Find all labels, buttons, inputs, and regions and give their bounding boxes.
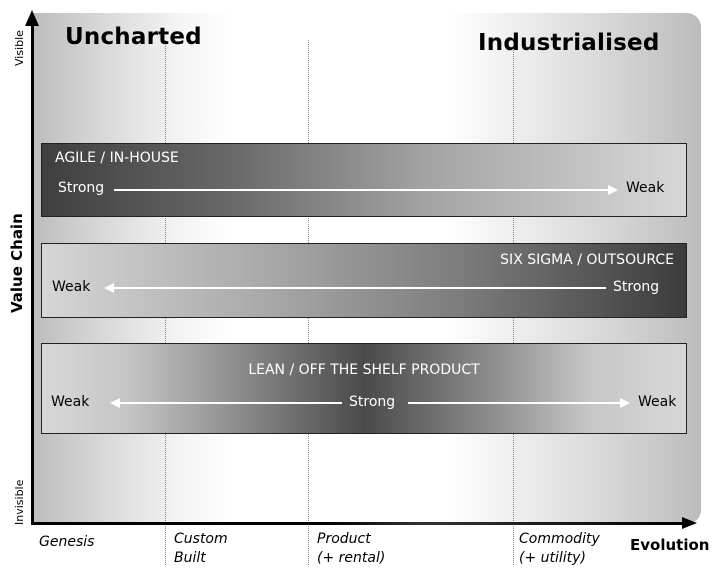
arrow-left-icon [110,398,120,408]
arrow-line [114,287,606,289]
band-agile-in-house: AGILE / IN-HOUSE Strong Weak [41,143,687,217]
arrow-line-right [408,402,620,404]
stage-product: Product (+ rental) [317,531,386,566]
band-center-label: Strong [349,394,396,410]
band-left-label: Strong [58,180,105,196]
evolution-label: Evolution [630,536,710,554]
band-right-label: Strong [613,279,660,295]
uncharted-heading: Uncharted [65,24,202,50]
band-left-label: Weak [52,279,91,295]
band-title: SIX SIGMA / OUTSOURCE [500,252,674,268]
arrow-line [114,189,608,191]
stage-custom-built: Custom Built [174,531,228,566]
invisible-label: Invisible [13,479,26,525]
stage-genesis: Genesis [39,534,95,550]
band-right-label: Weak [626,180,665,196]
industrialised-heading: Industrialised [478,30,660,56]
y-axis [31,20,34,525]
value-chain-label: Value Chain [8,213,26,313]
band-left-label: Weak [51,394,90,410]
arrow-line-left [120,402,342,404]
arrow-right-icon [620,398,630,408]
x-axis-arrow-icon [682,517,697,529]
stage-commodity: Commodity (+ utility) [519,531,600,566]
y-axis-arrow-icon [25,10,39,26]
band-lean-off-the-shelf: LEAN / OFF THE SHELF PRODUCT Weak Strong… [41,343,687,434]
visible-label: Visible [13,30,26,66]
band-title: LEAN / OFF THE SHELF PRODUCT [248,362,480,378]
band-six-sigma-outsource: SIX SIGMA / OUTSOURCE Weak Strong [41,243,687,318]
arrow-right-icon [608,185,618,195]
x-axis [31,522,686,525]
band-right-label: Weak [638,394,677,410]
arrow-left-icon [104,283,114,293]
band-title: AGILE / IN-HOUSE [55,150,179,166]
